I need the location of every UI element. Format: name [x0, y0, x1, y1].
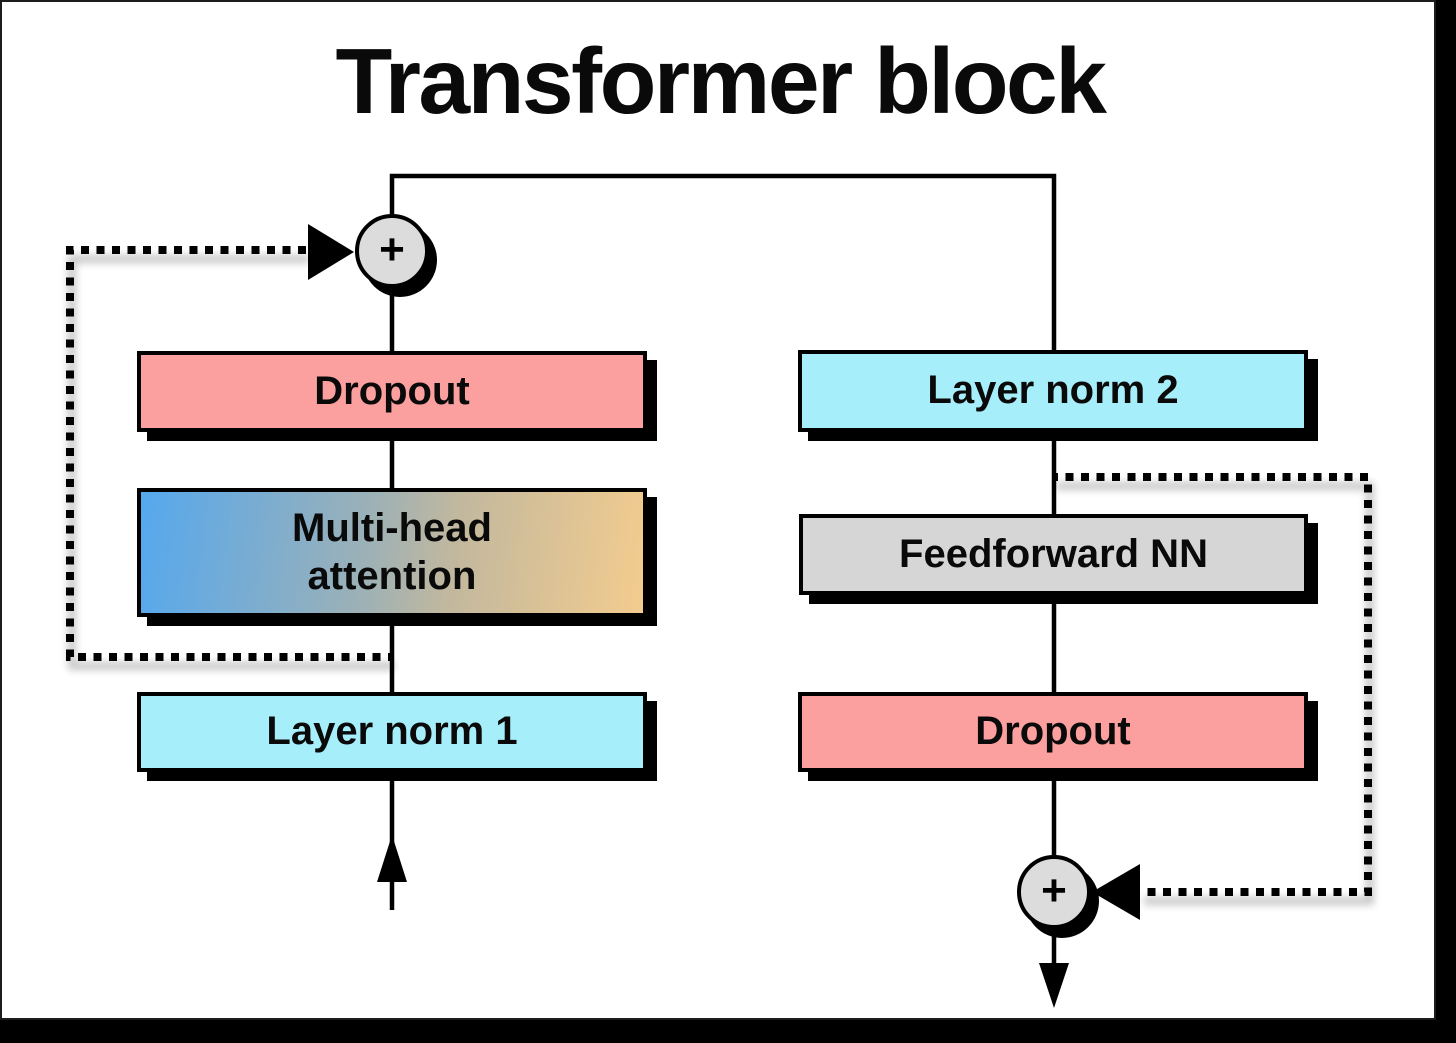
- residual-dotted-line-right: [1054, 473, 1372, 896]
- plus-icon: +: [379, 224, 405, 274]
- diagram-title: Transformer block: [335, 29, 1107, 133]
- plus-icon: +: [1041, 865, 1067, 915]
- block-multi-head-attention: Multi-head attention: [137, 488, 647, 617]
- arrowhead-into-sum-2-icon: [1092, 864, 1140, 920]
- sum-node-2: +: [1017, 855, 1091, 929]
- diagram-canvas: Transformer block: [0, 0, 1436, 1020]
- block-dropout-2-label: Dropout: [975, 709, 1131, 754]
- output-arrowhead-icon: [1039, 963, 1069, 1008]
- block-multi-head-attention-label: Multi-head attention: [292, 506, 492, 598]
- residual-dotted-line-left: [66, 246, 392, 661]
- block-dropout-1: Dropout: [137, 351, 647, 432]
- block-layer-norm-2: Layer norm 2: [798, 350, 1308, 432]
- block-feedforward-nn: Feedforward NN: [799, 514, 1308, 595]
- sum-node-1: +: [355, 214, 429, 288]
- block-dropout-2: Dropout: [798, 692, 1308, 772]
- block-layer-norm-2-label: Layer norm 2: [927, 368, 1179, 413]
- block-feedforward-nn-label: Feedforward NN: [899, 531, 1208, 576]
- block-dropout-1-label: Dropout: [314, 368, 470, 413]
- arrowhead-into-sum-1-icon: [308, 224, 354, 280]
- block-layer-norm-1: Layer norm 1: [137, 692, 647, 772]
- block-layer-norm-1-label: Layer norm 1: [266, 709, 518, 754]
- input-arrowhead-icon: [377, 835, 407, 882]
